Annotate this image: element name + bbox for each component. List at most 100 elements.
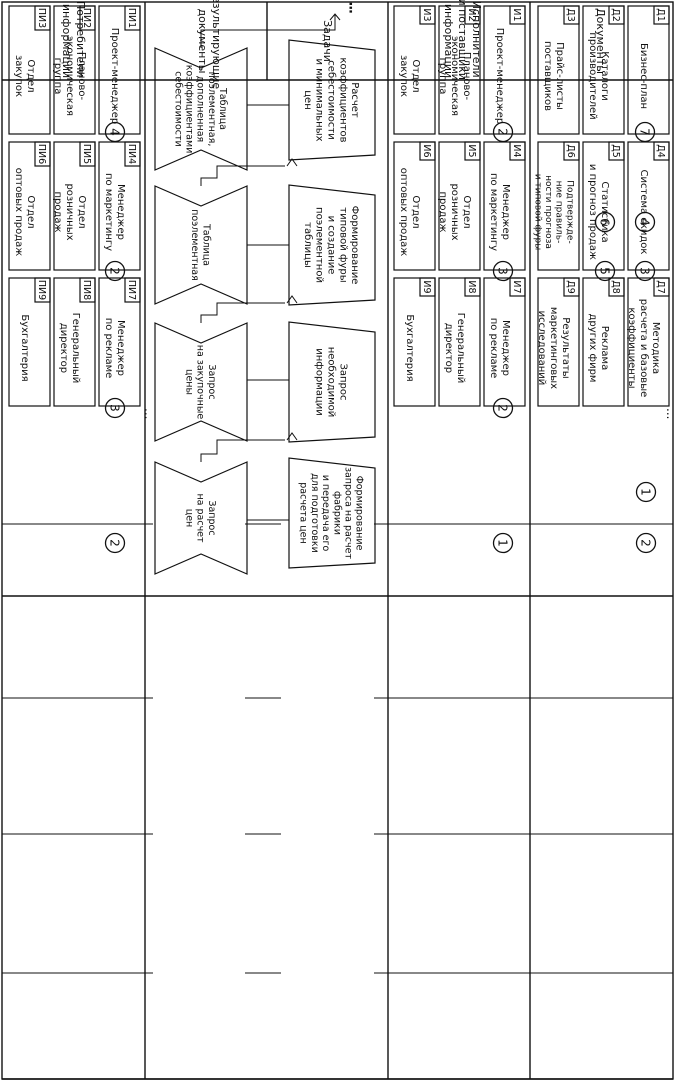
consumer-label-line: оптовых продаж: [13, 168, 24, 257]
consumer-code-box: [34, 5, 51, 31]
document-code-box: [608, 277, 625, 297]
document-label-line: ности прогноза: [543, 175, 553, 249]
consumer-code: ПИ6: [36, 144, 47, 164]
document-code: Д1: [655, 8, 666, 21]
executor-box: [438, 277, 481, 407]
executor-code-box: [464, 5, 481, 25]
document-label-line: маркетинговых: [548, 307, 559, 389]
executor-label-line: директор: [443, 323, 454, 373]
result-shape: [154, 47, 248, 171]
executor-label-line: группа: [437, 58, 448, 95]
document-label-line: исследований: [536, 311, 547, 386]
document-label: Результатымаркетинговыхисследований: [536, 307, 571, 389]
executor-box: [393, 141, 436, 271]
document-code-box: [563, 5, 580, 25]
marker-circle: [635, 481, 657, 503]
flow-arrowhead: [286, 158, 298, 167]
marker-label: 4: [638, 218, 652, 226]
flow-line: [200, 14, 336, 48]
marker-label: 2: [496, 128, 510, 136]
marker: 4: [104, 121, 126, 143]
result-document: Запросна закупочныецены: [154, 322, 248, 442]
marker-circle: [635, 532, 657, 554]
task-label: Расчеткоэффициентовсебестоимостии минима…: [302, 57, 360, 142]
document-box: [627, 277, 670, 407]
consumer-code: ПИ3: [36, 8, 47, 28]
consumer-code-box: [124, 277, 141, 303]
consumer-box: [98, 277, 141, 407]
task-label-line: расчета цен: [298, 482, 309, 543]
flow-arrowhead: [286, 295, 298, 304]
flow-arrowhead: [286, 432, 298, 441]
task-shape: [288, 321, 376, 443]
consumer-box: [53, 5, 96, 135]
executor-label-line: по рекламе: [488, 318, 499, 379]
marker: 3: [104, 397, 126, 419]
flow-arrowhead: [329, 13, 341, 21]
marker-circle: [594, 260, 616, 282]
marker-label: 1: [496, 539, 510, 547]
consumer-label: Отделрозничныхпродаж: [52, 183, 87, 240]
executor-label-line: по маркетингу: [488, 173, 499, 251]
result-document: Запросна расчетцен: [154, 461, 248, 575]
consumer-label: Проект-менеджер: [109, 28, 120, 124]
document-label-line: и типовой фуры: [532, 174, 542, 251]
task-step: Запроснеобходимойинформации: [288, 321, 376, 443]
executor-box: [393, 5, 436, 135]
document-code: Д5: [610, 144, 621, 157]
marker: 3: [492, 260, 514, 282]
task-label-line: и передача его: [320, 475, 331, 552]
executor-label-line: оптовых продаж: [398, 168, 409, 257]
row-label-result-docs-line: Результирующие: [210, 0, 223, 89]
document-label-line: Результаты: [560, 317, 571, 378]
consumer-box: [8, 277, 51, 407]
marker-circle: [104, 121, 126, 143]
consumers-grid: ПИ1Проект-менеджерПИ2Планово-экономическ…: [8, 5, 141, 407]
document-label: Методикарасчета и базовыекоэффициенты: [626, 299, 661, 398]
consumer-code: ПИ8: [81, 280, 92, 300]
continuation-ellipsis: ...: [347, 2, 361, 13]
consumer-code: ПИ7: [126, 280, 137, 300]
consumer-label: Генеральныйдиректор: [58, 313, 81, 384]
executors-grid: И1Проект-менеджерИ2Планово-экономическая…: [393, 5, 526, 407]
executor-code: И6: [421, 144, 432, 157]
document-label-line: и прогноз продаж: [587, 164, 598, 260]
marker-label: 6: [598, 218, 612, 226]
executor-code: И8: [466, 280, 477, 293]
marker-circle: [634, 121, 656, 143]
marker: 7: [634, 121, 656, 143]
document-code-box: [653, 277, 670, 297]
document-label-line: поставщиков: [542, 41, 553, 111]
consumer-label-line: Менеджер: [115, 184, 126, 240]
executor-label-line: розничных: [449, 183, 460, 240]
task-label-line: типовой фуры: [337, 207, 348, 282]
document-label-line: производителей: [587, 32, 598, 119]
executor-label: Планово-экономическаягруппа: [437, 36, 472, 116]
document-box: [627, 141, 670, 271]
task-label-line: для подготовки: [309, 473, 320, 553]
consumer-code: ПИ2: [81, 8, 92, 28]
executor-code-box: [509, 141, 526, 161]
flow-arrows: ...: [200, 2, 362, 521]
consumer-label-line: Планово-: [76, 52, 87, 101]
task-label-line: таблицы: [302, 222, 313, 268]
document-code-box: [563, 277, 580, 297]
executor-code: И7: [511, 280, 522, 293]
task-label-line: Расчет: [349, 82, 360, 118]
marker: 2: [492, 121, 514, 143]
document-code: Д2: [610, 8, 621, 21]
row-label-consumers: Потребители информации: [60, 1, 87, 81]
result-label-line: Запрос: [206, 500, 217, 535]
document-label: Рекламадругих фирм: [587, 314, 610, 383]
document-label-line: Методика: [650, 322, 661, 374]
consumer-code-box: [79, 141, 96, 167]
